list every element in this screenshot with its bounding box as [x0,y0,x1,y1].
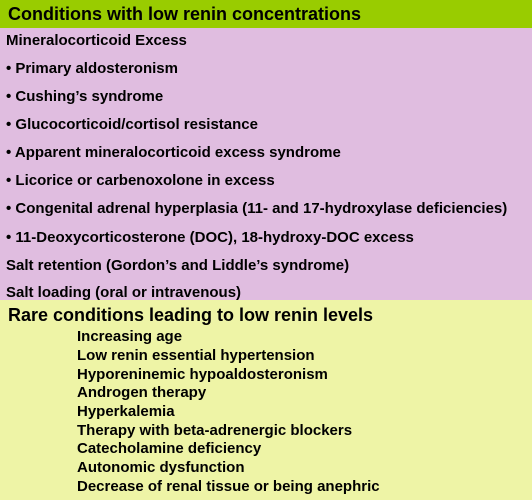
rare-condition-item: Autonomic dysfunction [77,459,245,476]
rare-condition-item: Low renin essential hypertension [77,347,315,364]
condition-row-group-heading: Salt retention (Gordon’s and Liddle’s sy… [6,257,350,274]
rare-condition-item: Therapy with beta-adrenergic blockers [77,422,353,439]
condition-row: • Cushing’s syndrome [6,88,164,105]
header-title: Conditions with low renin concentrations [8,4,362,24]
section-header: Conditions with low renin concentrations [0,0,532,28]
rare-condition-item: Hyporeninemic hypoaldosteronism [77,366,328,383]
condition-row: • Primary aldosteronism [6,60,178,77]
condition-row: • Congenital adrenal hyperplasia (11- an… [6,200,508,217]
condition-row: • Apparent mineralocorticoid excess synd… [6,144,341,161]
rare-condition-item: Catecholamine deficiency [77,440,262,457]
condition-row-group-heading: Salt loading (oral or intravenous) [6,284,242,301]
condition-row: • 11-Deoxycorticosterone (DOC), 18-hydro… [6,229,414,246]
condition-row: • Glucocorticoid/cortisol resistance [6,116,258,133]
rare-condition-item: Decrease of renal tissue or being anephr… [77,478,380,495]
low-renin-conditions-section: Mineralocorticoid Excess • Primary aldos… [0,28,532,301]
rare-condition-item: Increasing age [77,328,183,345]
rare-condition-item: Hyperkalemia [77,403,175,420]
condition-row: • Licorice or carbenoxolone in excess [6,172,275,189]
rare-conditions-title: Rare conditions leading to low renin lev… [8,305,374,325]
rare-condition-item: Androgen therapy [77,384,207,401]
condition-row-group-heading: Mineralocorticoid Excess [6,32,187,49]
rare-conditions-section: Rare conditions leading to low renin lev… [0,300,532,500]
